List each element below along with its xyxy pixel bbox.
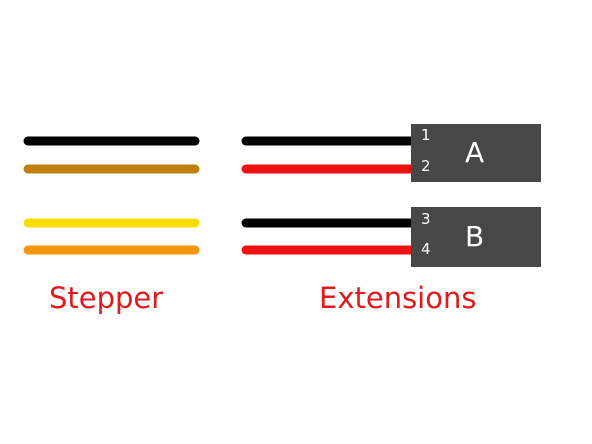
extensions-label: Extensions xyxy=(319,281,477,315)
connector-b-letter: B xyxy=(465,220,485,253)
connector-a-body xyxy=(411,124,541,182)
stepper-label: Stepper xyxy=(49,281,164,315)
connector-b-pin-3-label: 3 xyxy=(421,210,431,228)
connector-b-body xyxy=(411,207,541,267)
connector-a-pin-1-label: 1 xyxy=(421,126,431,144)
connector-a-pin-2-label: 2 xyxy=(421,157,431,175)
connector-b-pin-4-label: 4 xyxy=(421,240,431,258)
connector-a-letter: A xyxy=(465,136,485,169)
